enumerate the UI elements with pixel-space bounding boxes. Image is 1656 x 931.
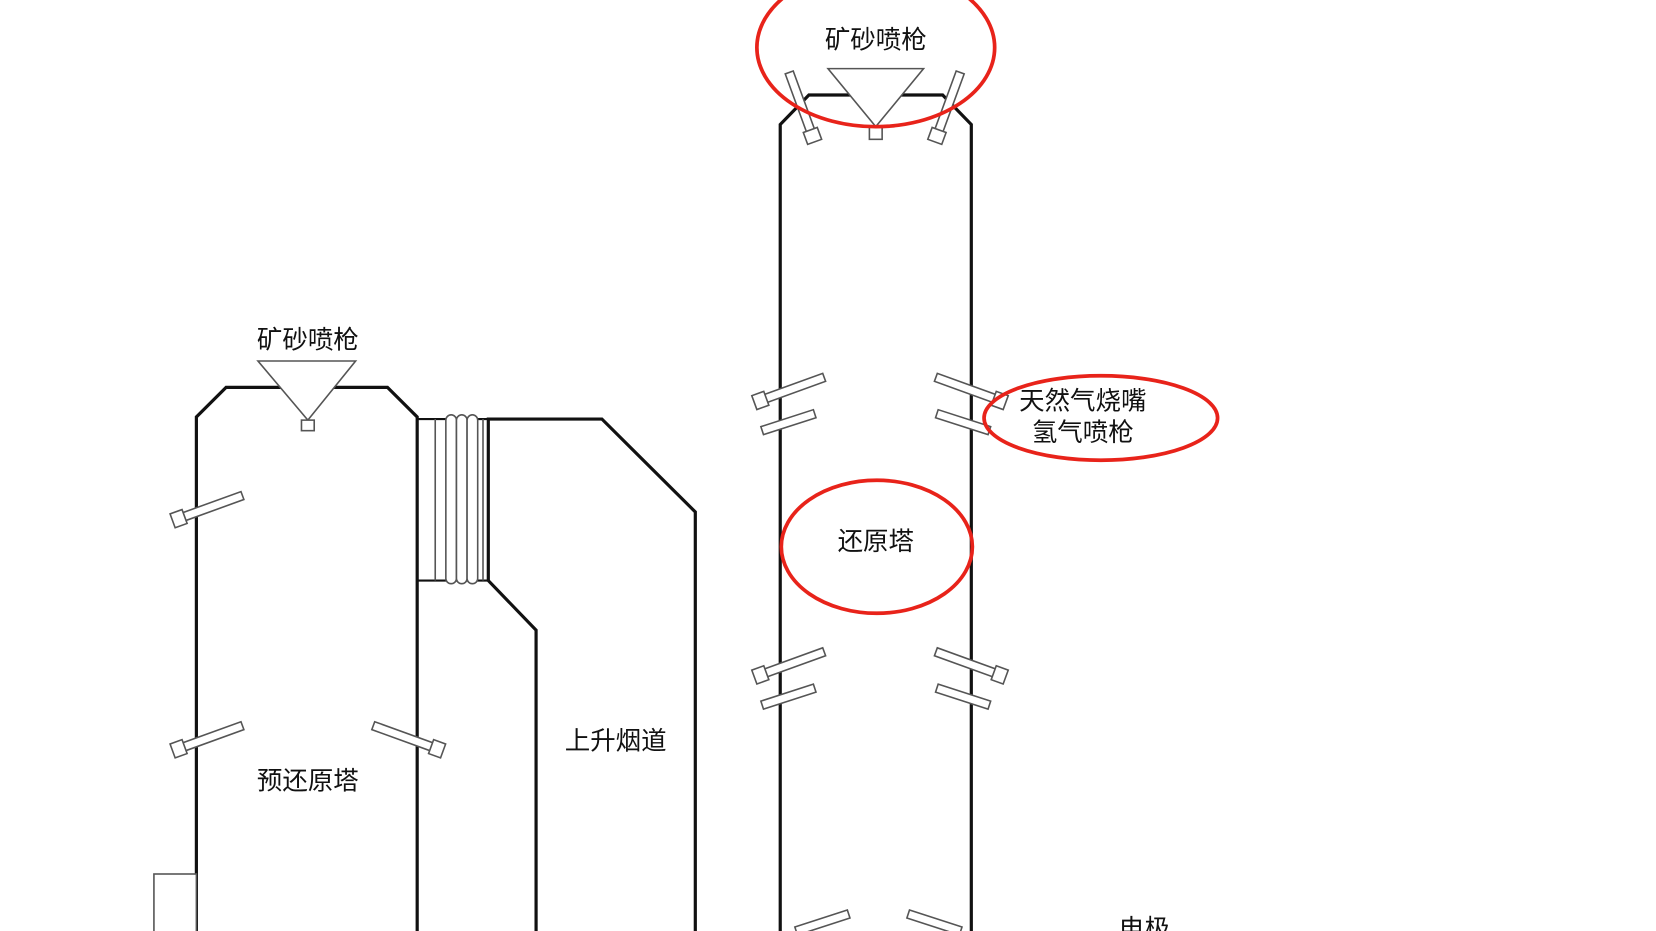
highlight-top-ore-gun	[755, 0, 997, 129]
reduction-tower	[750, 67, 1010, 931]
label-hydrogen-gun: 氢气喷枪	[1032, 417, 1134, 447]
rising-flue	[486, 417, 697, 931]
highlight-burner-gun	[982, 373, 1220, 463]
label-pre-reduction-tower: 预还原塔	[257, 766, 359, 796]
pre-reduction-tower	[153, 360, 447, 931]
label-rising-flue: 上升烟道	[565, 726, 667, 756]
label-left-ore-gun: 矿砂喷枪	[257, 324, 359, 354]
label-reduction-tower: 还原塔	[838, 526, 914, 556]
bellows-connector	[417, 414, 489, 585]
label-natural-gas-burner: 天然气烧嘴	[1019, 386, 1146, 416]
highlight-reduction-tower	[779, 478, 975, 616]
label-electrode: 电极	[1119, 913, 1170, 931]
label-top-ore-gun: 矿砂喷枪	[825, 25, 927, 55]
